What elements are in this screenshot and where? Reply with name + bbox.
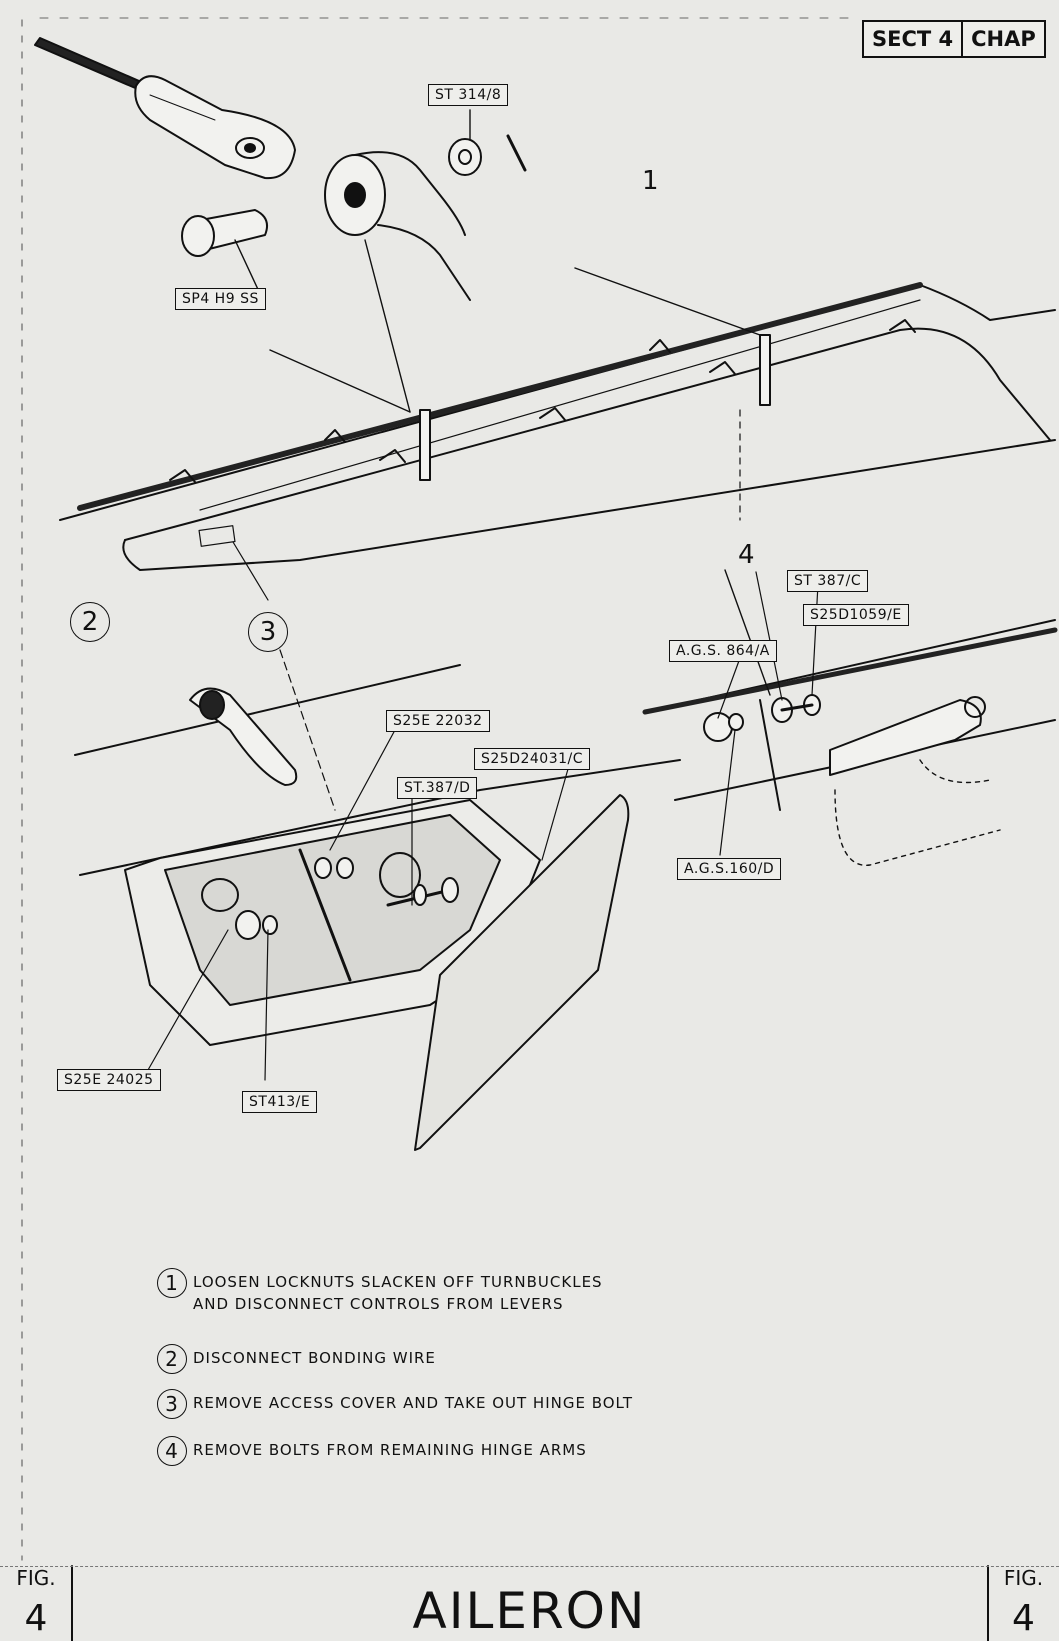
step-text: REMOVE BOLTS FROM REMAINING HINGE ARMS (193, 1441, 587, 1459)
step-text-line: AND DISCONNECT CONTROLS FROM LEVERS (193, 1295, 564, 1313)
fig-number: 4 (1012, 1598, 1035, 1639)
part-label-st-314-8: ST 314/8 (428, 84, 509, 106)
callout-3: 3 (248, 612, 288, 652)
fig-label: FIG. (16, 1566, 56, 1590)
part-label-st413-e: ST413/E (242, 1091, 318, 1113)
access-panel-detail (74, 649, 681, 1151)
part-label-st-387-c: ST 387/C (787, 570, 869, 592)
part-label-ags-864-a: A.G.S. 864/A (669, 640, 777, 662)
figure-title: AILERON (412, 1582, 647, 1640)
figure-number-left: FIG. 4 (0, 1566, 72, 1639)
callout-4: 4 (738, 540, 755, 570)
step-number: 2 (157, 1344, 187, 1374)
step-number: 1 (157, 1268, 187, 1298)
part-label-s25e22032: S25E 22032 (386, 710, 490, 732)
part-label-sp4-h9-ss: SP4 H9 SS (175, 288, 266, 310)
part-label-s25e24025: S25E 24025 (57, 1069, 161, 1091)
step-4: 4 REMOVE BOLTS FROM REMAINING HINGE ARMS (157, 1436, 587, 1466)
part-label-ags-160-d: A.G.S.160/D (677, 858, 782, 880)
footer-divider (0, 1566, 1059, 1567)
step-text: REMOVE ACCESS COVER AND TAKE OUT HINGE B… (193, 1394, 634, 1412)
hinge-arm-detail (642, 569, 1058, 866)
step-3: 3 REMOVE ACCESS COVER AND TAKE OUT HINGE… (157, 1389, 633, 1419)
figure-number-right: FIG. 4 (988, 1566, 1059, 1639)
section-chapter-header: SECT 4 CHAP (862, 20, 1046, 58)
step-2: 2 DISCONNECT BONDING WIRE (157, 1344, 436, 1374)
step-number: 4 (157, 1436, 187, 1466)
lever-bracket (324, 151, 471, 413)
part-label-s25d24031-c: S25D24031/C (474, 748, 591, 770)
control-rod-fork-end (34, 37, 296, 180)
aileron-main-view (59, 267, 1056, 601)
step-text-line: LOOSEN LOCKNUTS SLACKEN OFF TURNBUCKLES (193, 1273, 603, 1291)
callout-2: 2 (70, 602, 110, 642)
step-1: 1 LOOSEN LOCKNUTS SLACKEN OFF TURNBUCKLE… (157, 1268, 603, 1315)
step-text: DISCONNECT BONDING WIRE (193, 1349, 436, 1367)
part-label-st387-d: ST.387/D (397, 777, 478, 799)
fig-label: FIG. (1003, 1566, 1044, 1590)
part-label-s25d1059-e: S25D1059/E (803, 604, 909, 626)
fig-number: 4 (24, 1598, 48, 1639)
step-text: LOOSEN LOCKNUTS SLACKEN OFF TURNBUCKLES … (193, 1268, 603, 1315)
section-label: SECT 4 (872, 27, 954, 51)
clevis-pin (181, 209, 268, 299)
chapter-label: CHAP (961, 22, 1044, 56)
callout-1: 1 (642, 166, 659, 196)
washer-split-pin (448, 109, 527, 176)
step-number: 3 (157, 1389, 187, 1419)
